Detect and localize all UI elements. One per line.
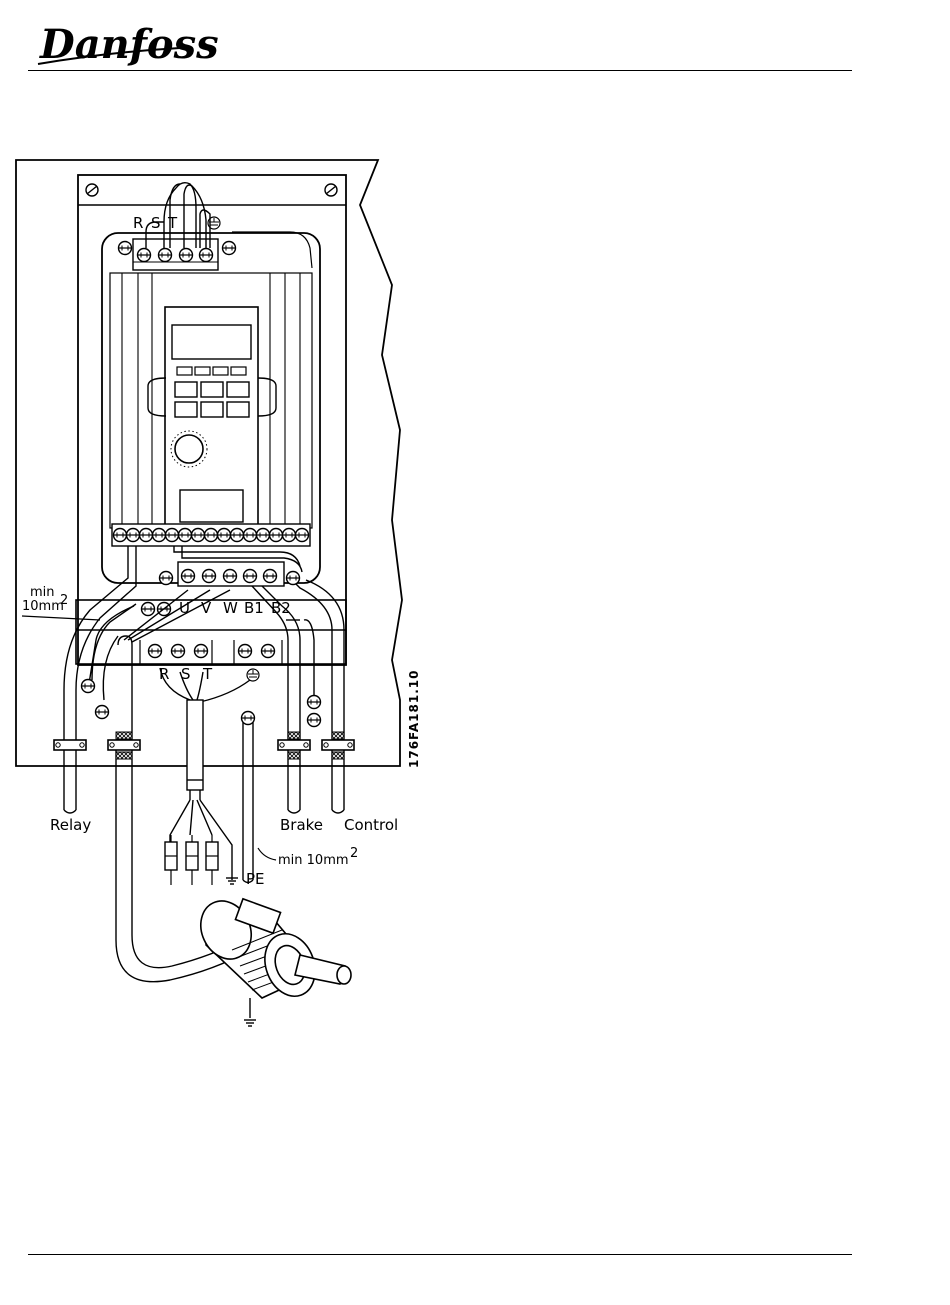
min-bottom-superscript: 2 — [350, 846, 358, 861]
cable-clamps — [54, 732, 354, 759]
control-terminal-screw-icon — [205, 529, 218, 542]
min-label: min — [30, 585, 55, 600]
display-window — [172, 325, 251, 359]
mains-terminal-label: S — [151, 214, 161, 232]
motor-terminal-label: B2 — [271, 599, 291, 617]
control-terminal-screw-icon — [153, 529, 166, 542]
earth-symbol-icon — [244, 1020, 256, 1026]
control-label: Control — [344, 816, 398, 834]
drawing-code: 176FA181.10 — [407, 670, 421, 768]
brake-label: Brake — [280, 816, 323, 834]
mains-terminal-label: T — [167, 214, 178, 232]
min-bottom-label: min 10mm — [278, 853, 349, 868]
control-terminal-screw-icon — [192, 529, 205, 542]
mains-terminal-label: R — [133, 214, 143, 232]
control-terminal-screw-icon — [127, 529, 140, 542]
control-terminal-screw-icon — [257, 529, 270, 542]
motor — [192, 893, 351, 1018]
control-terminal-screw-icon — [218, 529, 231, 542]
pe-label: PE — [246, 870, 265, 888]
control-terminal-strip — [112, 524, 310, 546]
control-terminal-screw-icon — [296, 529, 309, 542]
min-size-superscript: 2 — [60, 593, 68, 608]
logo-text: Danfoss — [39, 21, 219, 68]
fuses — [165, 835, 238, 885]
relay-label: Relay — [50, 816, 91, 834]
motor-terminal-label: B1 — [244, 599, 264, 617]
danfoss-logo: Danfoss — [38, 21, 219, 68]
min-size-label: 10mm — [22, 599, 64, 614]
control-terminal-screw-icon — [166, 529, 179, 542]
control-terminal-screw-icon — [244, 529, 257, 542]
control-terminal-screw-icon — [231, 529, 244, 542]
control-terminal-screw-icon — [270, 529, 283, 542]
control-terminal-screw-icon — [283, 529, 296, 542]
control-terminal-screw-icon — [140, 529, 153, 542]
motor-terminal-label: W — [223, 599, 238, 617]
earth-symbol-icon — [247, 669, 259, 681]
control-terminal-screw-icon — [179, 529, 192, 542]
supply-terminal-label: T — [202, 665, 213, 683]
mains-label-group: R S T — [133, 214, 178, 232]
control-terminal-screw-icon — [114, 529, 127, 542]
control-panel — [148, 307, 276, 532]
